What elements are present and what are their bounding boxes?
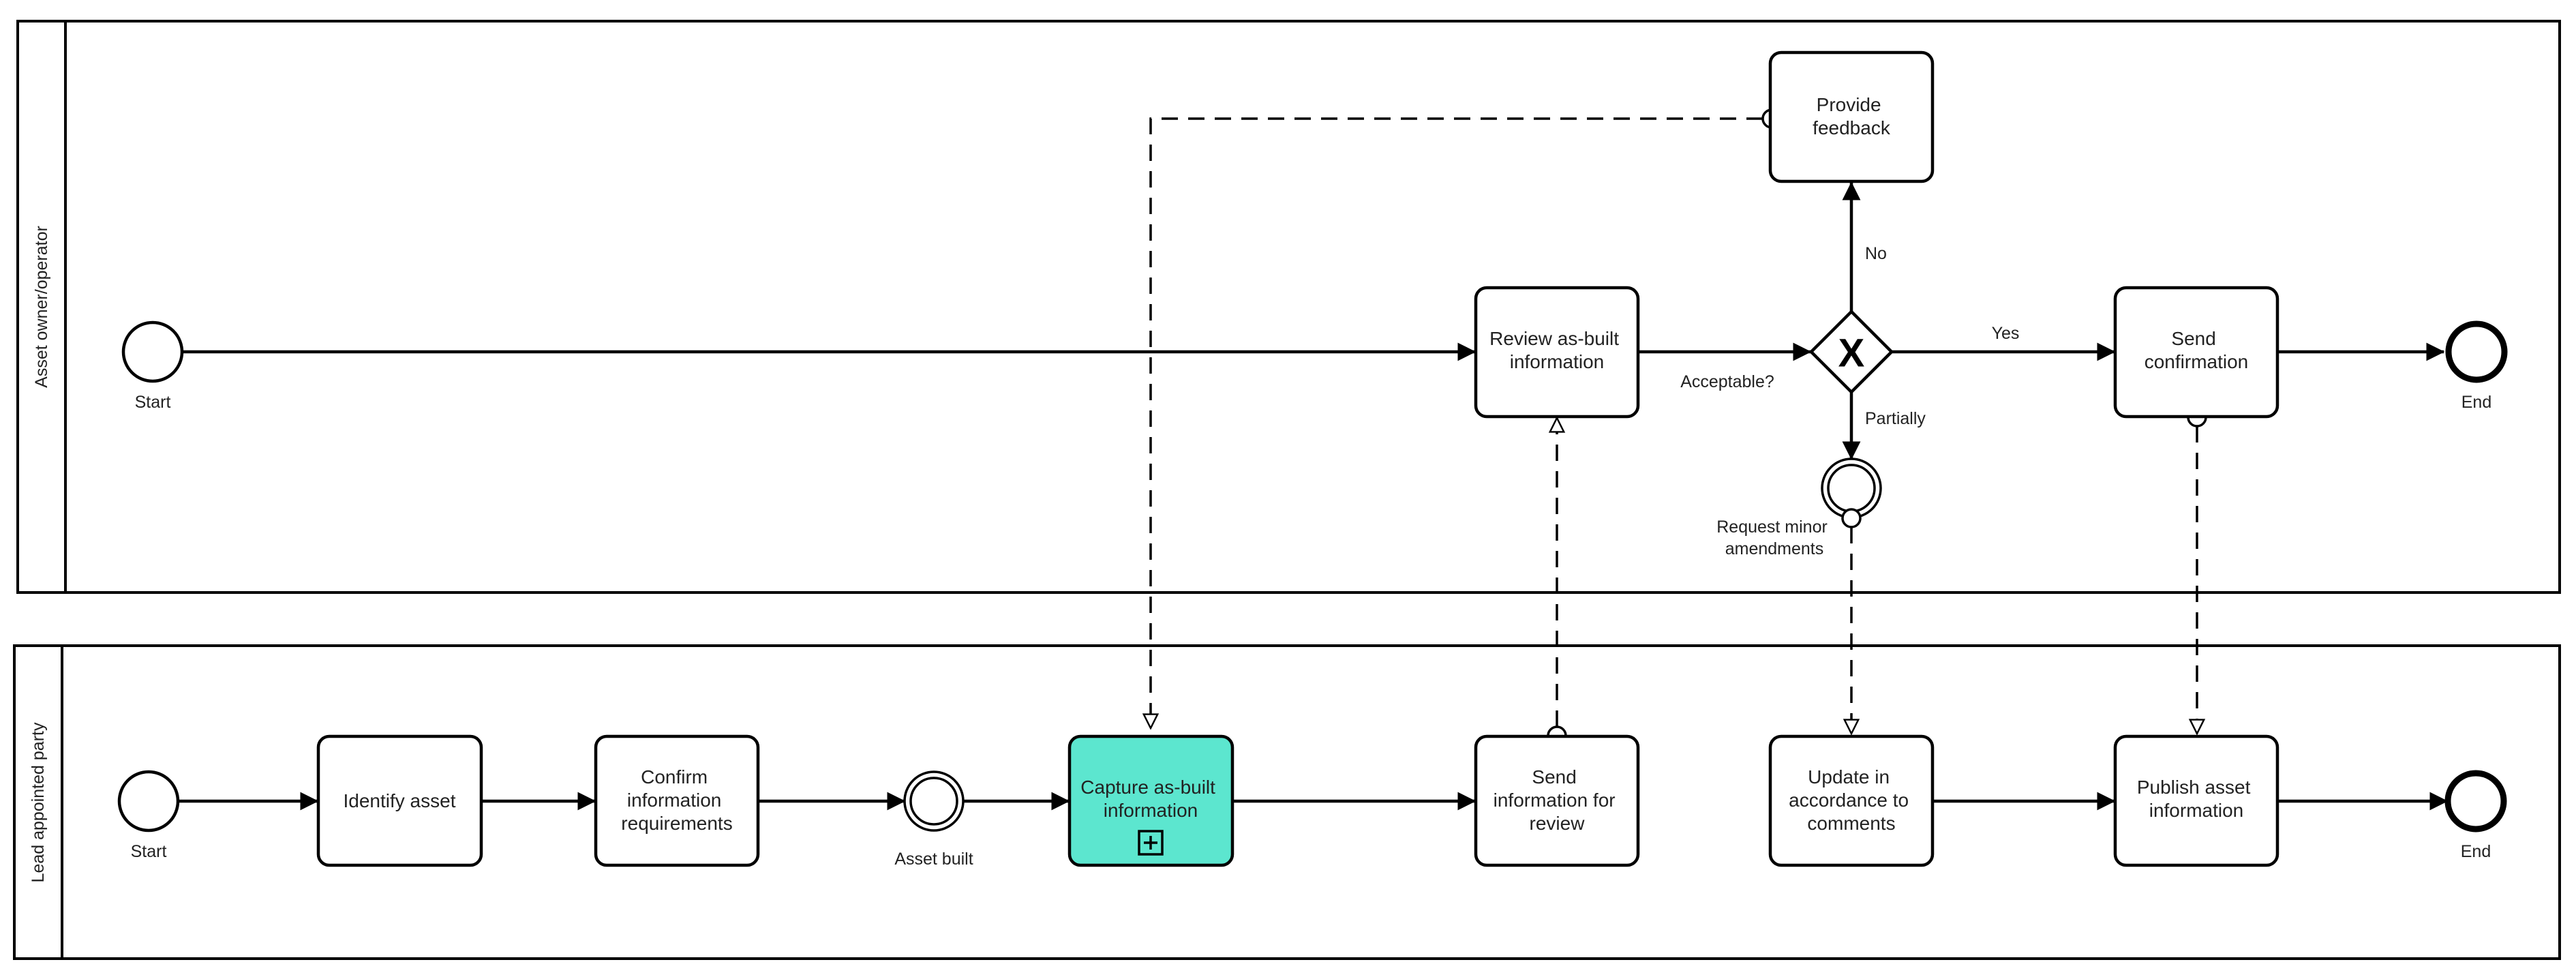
svg-text:Update in accordance to: Update in accordance to comments [1789, 766, 1914, 834]
task-review-as-built[interactable]: Review as-built information [1474, 286, 1640, 419]
lane-owner-label: Asset owner/operator [32, 226, 51, 388]
msg-feedback-to-capture[interactable] [1151, 117, 1763, 728]
start-event-owner-label: Start [135, 393, 171, 412]
intermediate-event-request-minor[interactable] [1821, 457, 1882, 528]
request-minor-msg-origin [1841, 508, 1862, 528]
end-event-lead[interactable] [2444, 770, 2507, 832]
svg-text:Confirm information: Confirm information requirements [621, 766, 732, 834]
task-identify-asset[interactable]: Identify asset [316, 734, 483, 867]
sequence-flows [178, 181, 2449, 811]
gateway-x-marker: X [1838, 331, 1865, 376]
task-update-comments[interactable]: Update in accordance to comments [1768, 734, 1935, 867]
task-send-for-review[interactable]: Send information for review [1474, 734, 1640, 867]
gateway-acceptable[interactable]: X [1808, 309, 1894, 395]
svg-text:Send information for: Send information for review [1494, 766, 1621, 834]
task-capture-as-built[interactable]: Capture as-built information [1067, 734, 1234, 867]
start-event-lead[interactable] [117, 770, 180, 832]
start-event-owner[interactable] [121, 320, 184, 383]
start-event-lead-label: Start [131, 842, 167, 861]
asset-built-label: Asset built [894, 850, 973, 869]
svg-text:Send confirmation: Send confirmation [2145, 328, 2249, 372]
task-confirm-requirements[interactable]: Confirm information requirements [594, 734, 760, 867]
end-event-owner-label: End [2461, 393, 2491, 412]
task-publish-asset[interactable]: Publish asset information [2113, 734, 2279, 867]
plus-icon[interactable] [1138, 830, 1164, 856]
intermediate-event-asset-built[interactable] [903, 770, 965, 832]
svg-text:Review as-built informat: Review as-built information [1489, 328, 1624, 372]
task-send-confirmation[interactable]: Send confirmation [2113, 286, 2279, 419]
lane-lead-label: Lead appointed party [29, 722, 48, 882]
end-event-owner[interactable] [2445, 320, 2508, 383]
svg-text:Identify asset: Identify asset [344, 790, 456, 811]
svg-text:Provide feedback: Provide feedback [1813, 94, 1891, 138]
flow-label-partially: Partially [1865, 409, 1926, 428]
end-event-lead-label: End [2461, 842, 2491, 861]
request-minor-label: Request minor amendments [1716, 518, 1832, 558]
svg-text:Publish asset informatio: Publish asset information [2137, 777, 2256, 821]
flow-label-no: No [1865, 244, 1887, 263]
task-provide-feedback[interactable]: Provide feedback [1768, 50, 1935, 183]
svg-text:Capture as-built informa: Capture as-built information [1080, 777, 1220, 821]
gateway-label: Acceptable? [1680, 372, 1774, 391]
flow-label-yes: Yes [1992, 324, 2020, 343]
